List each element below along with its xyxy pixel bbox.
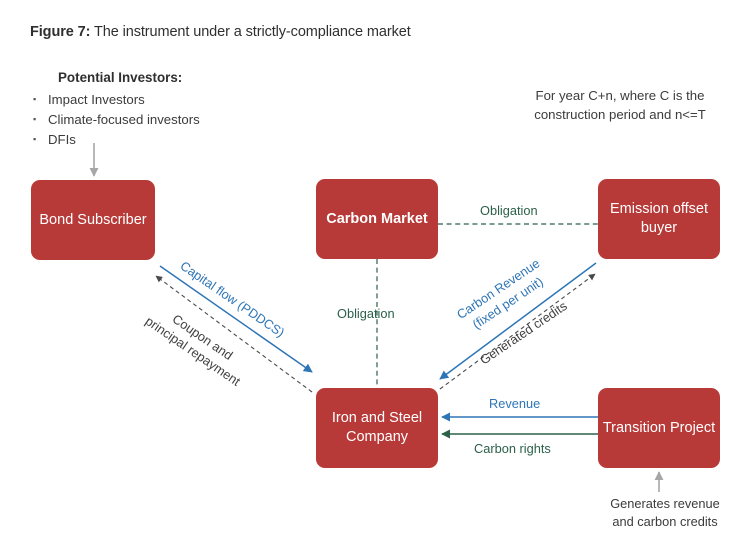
figure-caption: Figure 7: The instrument under a strictl… — [30, 24, 411, 40]
edge-label-obligation-middle: Obligation — [337, 306, 395, 321]
edge-label-revenue: Revenue — [489, 396, 541, 411]
potential-investors-title: Potential Investors: — [58, 70, 183, 85]
list-item: Climate-focused investors — [32, 109, 200, 130]
figure-title: The instrument under a strictly-complian… — [94, 24, 411, 40]
generates-revenue-note: Generates revenue and carbon credits — [610, 496, 720, 529]
edge-label-carbon-rights: Carbon rights — [474, 441, 551, 456]
node-transition-project[interactable]: Transition Project — [598, 388, 720, 468]
edge-label-obligation-top: Obligation — [480, 203, 538, 218]
node-carbon-market[interactable]: Carbon Market — [316, 179, 438, 259]
potential-investors-note: Potential Investors: Impact Investors Cl… — [32, 68, 200, 150]
list-item: Impact Investors — [32, 89, 200, 110]
node-emission-offset-buyer[interactable]: Emission offset buyer — [598, 179, 720, 259]
node-iron-and-steel-company[interactable]: Iron and Steel Company — [316, 388, 438, 468]
potential-investors-list: Impact Investors Climate-focused investo… — [32, 89, 200, 150]
year-period-note: For year C+n, where C is the constructio… — [534, 88, 706, 122]
list-item: DFIs — [32, 129, 200, 150]
node-bond-subscriber[interactable]: Bond Subscriber — [31, 180, 155, 260]
figure-label: Figure 7: — [30, 24, 91, 40]
